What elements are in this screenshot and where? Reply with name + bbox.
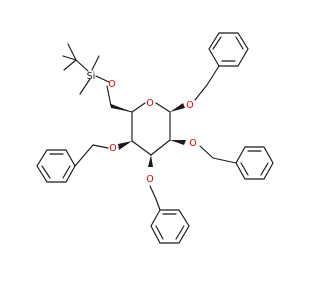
bond: [235, 36, 244, 50]
bond: [74, 144, 94, 167]
wedge-bond: [170, 103, 185, 112]
bond-c5-oring: [131, 102, 146, 113]
bond: [155, 225, 164, 240]
bond: [92, 144, 109, 149]
molecule-canvas: Si O O O O O O: [36, 32, 274, 244]
wedge-bond: [148, 155, 153, 167]
bond-c3-c4: [131, 140, 152, 156]
atom-label-ring-oxygen: O: [146, 98, 153, 109]
wedge-bond: [170, 140, 186, 145]
bond-o-c6: [106, 85, 112, 107]
atom-label-o3: O: [146, 174, 153, 185]
wedge-bond: [111, 104, 132, 112]
bond: [199, 145, 214, 159]
bond: [212, 36, 222, 50]
bond-c2-c3: [150, 139, 171, 156]
phenyl-ring: [235, 146, 274, 180]
benzyloxy-c2: [199, 145, 274, 180]
phenyl-ring: [208, 32, 249, 67]
wedge-bond: [118, 141, 132, 150]
structure-drawing: Si O O O O O O: [36, 32, 274, 244]
bond: [175, 225, 185, 240]
atom-label-o6: O: [108, 79, 115, 90]
bond: [240, 162, 249, 176]
bond: [260, 162, 269, 176]
benzyloxy-c1: [194, 32, 249, 101]
benzyloxy-c4: [36, 144, 109, 183]
bond-oring-c1: [155, 102, 171, 113]
bond: [194, 84, 208, 101]
tert-butyl-group: [62, 43, 89, 72]
atom-label-o4: O: [109, 143, 116, 154]
bond: [41, 165, 51, 179]
bond: [63, 59, 77, 71]
bond: [79, 78, 91, 95]
phenyl-ring: [150, 209, 190, 244]
bond: [91, 55, 100, 71]
bond: [155, 198, 161, 211]
phenyl-ring: [36, 149, 76, 183]
bond: [62, 165, 71, 179]
atom-label-o1: O: [186, 100, 193, 111]
bond: [62, 55, 77, 61]
bond: [206, 65, 220, 86]
bond: [75, 59, 89, 72]
bond: [212, 157, 237, 164]
bond: [149, 185, 157, 200]
bond-si-o: [95, 75, 110, 83]
bond: [67, 43, 77, 61]
benzyloxy-c3: [149, 185, 190, 244]
atom-label-si: Si: [87, 71, 96, 82]
silyl-methyls: [79, 55, 100, 95]
atom-label-o2: O: [189, 138, 196, 149]
